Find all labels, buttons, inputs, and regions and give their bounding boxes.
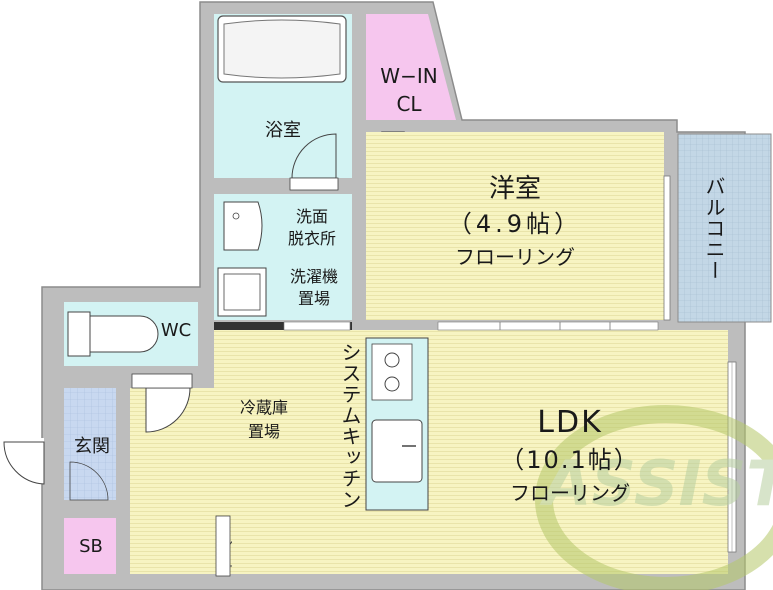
walk-in-closet-line1: W−IN (380, 64, 438, 88)
washroom-line2: 脱衣所 (287, 229, 336, 248)
western-room-label: 洋室 （4.9帖） フローリング (410, 172, 620, 272)
balcony-label: バルコニー (702, 176, 726, 281)
bath-door-icon (291, 133, 337, 179)
shoe-box-area (64, 518, 116, 574)
laundry-line2: 置場 (297, 289, 330, 308)
western-room-window (663, 175, 671, 321)
washroom-label: 洗面 脱衣所 (270, 206, 354, 250)
ldk-floor (232, 330, 728, 574)
sliding-doors (437, 321, 659, 331)
shoe-box-label: SB (79, 536, 103, 557)
partition-wall (214, 322, 352, 330)
entrance-label: 玄関 (74, 436, 110, 457)
toilet-icon (67, 311, 159, 357)
ldk-floor-type: フローリング (510, 481, 630, 505)
laundry-label: 洗濯機 置場 (274, 266, 354, 310)
western-room-floor-type: フローリング (455, 245, 575, 269)
watermark-text: ASSIST (538, 447, 773, 520)
assist-logo-icon: ASSIST (535, 405, 773, 590)
bath-label: 浴室 (265, 120, 301, 141)
toilet-label: WC (160, 320, 192, 341)
ldk-label: LDK （10.1帖） フローリング (470, 404, 670, 508)
washbasin-icon (223, 201, 263, 251)
washroom-line1: 洗面 (295, 207, 328, 226)
front-door-icon (3, 441, 45, 485)
western-room-size: （4.9帖） (447, 210, 583, 238)
kitchen-label: システムキッチン (338, 342, 362, 510)
fridge-label: 冷蔵庫 置場 (226, 396, 302, 444)
fridge-line2: 置場 (247, 422, 280, 441)
western-room-floor (366, 132, 664, 320)
walk-in-closet-area (366, 14, 456, 120)
laundry-line1: 洗濯機 (289, 267, 338, 286)
washroom-area (214, 194, 352, 320)
balcony-floor (677, 133, 772, 323)
washing-machine-icon (217, 267, 267, 317)
system-kitchen-icon (365, 337, 429, 511)
walk-in-closet-label: W−IN CL (366, 62, 452, 118)
walk-in-closet-line2: CL (396, 92, 422, 116)
ldk-name: LDK (537, 405, 603, 440)
entrance-area (64, 388, 116, 500)
fridge-line1: 冷蔵庫 (239, 398, 288, 417)
western-room-name: 洋室 (488, 174, 541, 204)
bath-area (214, 14, 352, 191)
ldk-size: （10.1帖） (500, 446, 640, 474)
